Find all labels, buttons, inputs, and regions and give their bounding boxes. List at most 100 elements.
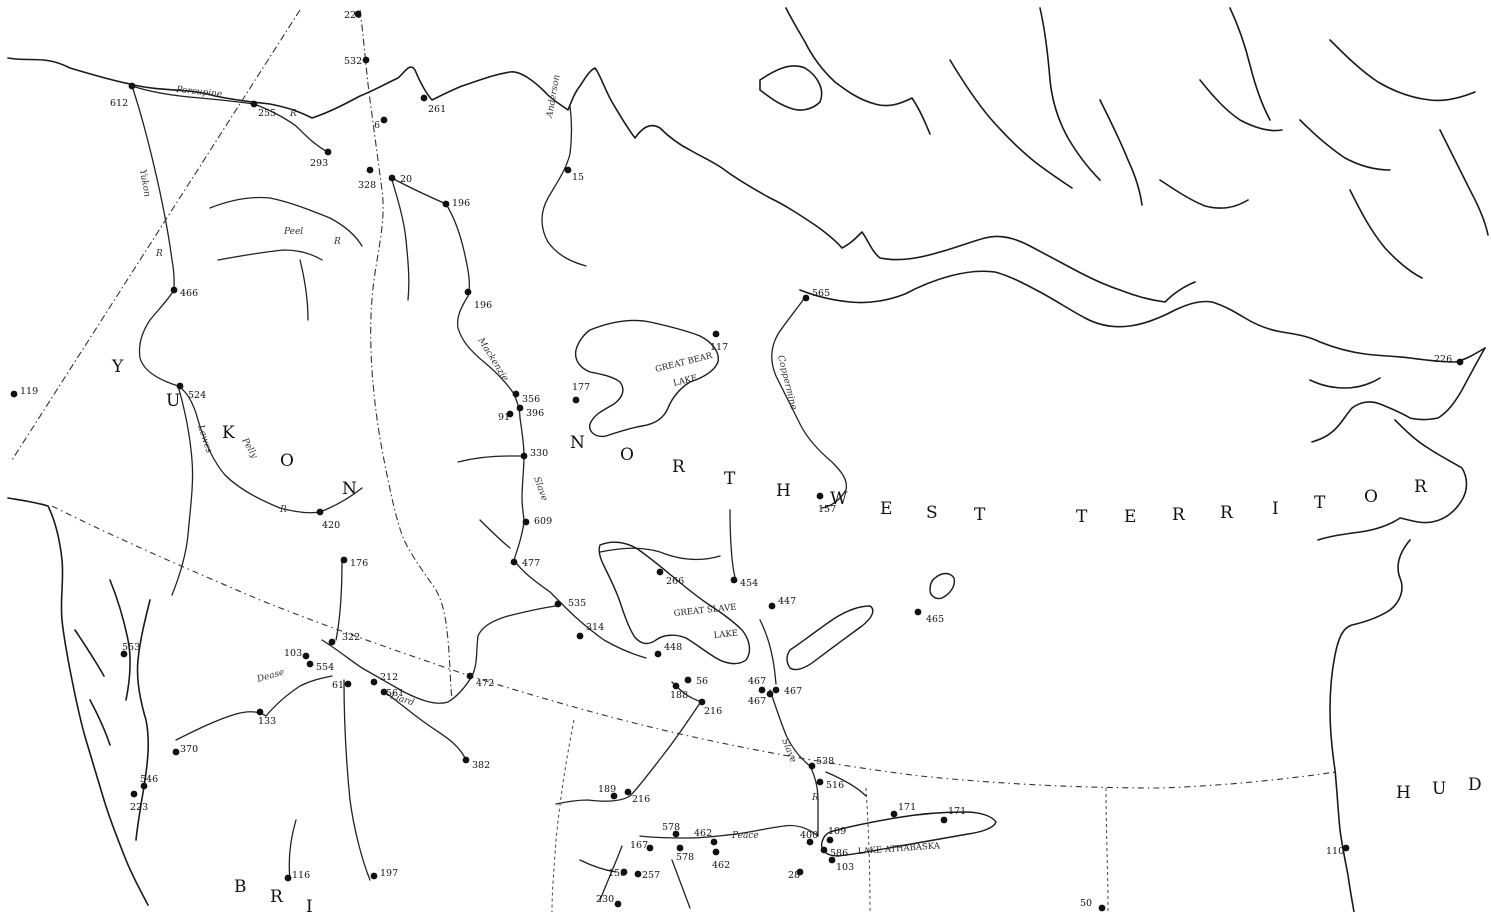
station-label-226: 226 — [1434, 354, 1452, 365]
hay-river — [555, 699, 703, 805]
station-dot-50 — [1098, 904, 1106, 912]
nwt-letter-13: R — [1220, 503, 1235, 523]
station-label-56: 56 — [696, 676, 708, 687]
station-label-396: 396 — [526, 408, 544, 419]
station-dot-171b — [940, 816, 948, 824]
station-label-538: 538 — [816, 756, 834, 767]
station-dot-216b — [624, 788, 632, 796]
station-dot-116 — [284, 874, 292, 882]
yukon-letter-y: Y — [111, 357, 125, 377]
station-dot-538 — [808, 762, 816, 770]
station-dot-177 — [572, 396, 580, 404]
coastlines — [7, 7, 1489, 912]
station-dot-477 — [510, 558, 518, 566]
station-dot-330 — [520, 452, 528, 460]
station-label-188: 188 — [670, 690, 688, 701]
station-label-171a: 171 — [898, 802, 916, 813]
station-label-171b: 171 — [948, 806, 966, 817]
station-label-196a: 196 — [452, 198, 470, 209]
hudson-letter-u: U — [1432, 779, 1448, 799]
station-dot-396 — [516, 404, 524, 412]
nwt-letter-6: W — [830, 489, 849, 509]
yukon-letter-k: K — [222, 423, 237, 443]
station-dot-535 — [554, 600, 562, 608]
station-label-177: 177 — [572, 382, 590, 393]
station-label-382: 382 — [472, 760, 490, 771]
nwt-letter-5: H — [776, 481, 793, 501]
station-label-466: 466 — [180, 288, 198, 299]
peel-label: Peel — [283, 227, 303, 237]
station-dot-226 — [1456, 358, 1464, 366]
station-label-370: 370 — [180, 744, 198, 755]
station-dot-467a — [758, 686, 766, 694]
dease-label: Dease — [255, 668, 285, 686]
station-label-255: 255 — [258, 108, 276, 119]
station-label-578a: 578 — [662, 822, 680, 833]
station-label-6: 6 — [374, 120, 380, 131]
station-label-103b: 103 — [836, 862, 854, 873]
station-dot-119 — [10, 390, 18, 398]
station-label-472: 472 — [476, 678, 494, 689]
station-label-356: 356 — [522, 394, 540, 405]
yukon-nwt-border — [359, 9, 453, 701]
nwt-letter-11: E — [1124, 507, 1138, 527]
station-dot-328 — [366, 166, 374, 174]
station-label-28: 28 — [788, 870, 800, 881]
station-dot-554 — [306, 660, 314, 668]
station-label-454: 454 — [740, 578, 758, 589]
station-dot-561 — [380, 688, 388, 696]
station-label-167: 167 — [630, 840, 648, 851]
station-dot-462b — [712, 848, 720, 856]
station-dot-467c — [772, 686, 780, 694]
arctic-islands — [759, 7, 1489, 279]
arctic-coast-east — [799, 270, 1486, 363]
coppermine-label: Coppermine — [775, 354, 798, 411]
station-dot-454 — [730, 576, 738, 584]
station-label-50: 50 — [1080, 898, 1092, 909]
yukon-letter-o: O — [280, 451, 296, 471]
station-label-103: 103 — [284, 648, 302, 659]
station-dot-370 — [172, 748, 180, 756]
station-dot-578b — [676, 844, 684, 852]
station-dot-255 — [250, 100, 258, 108]
station-dot-314 — [576, 632, 584, 640]
station-dot-103 — [302, 652, 310, 660]
porcupine-label: Porcupine — [175, 85, 223, 100]
station-dot-586 — [820, 846, 828, 854]
station-dot-109 — [826, 836, 834, 844]
arctic-coast-yukon — [7, 57, 1196, 303]
station-dot-117 — [712, 330, 720, 338]
east-small-lake — [929, 572, 956, 600]
station-label-465: 465 — [926, 614, 944, 625]
station-label-293: 293 — [310, 158, 328, 169]
station-label-400: 400 — [800, 830, 818, 841]
station-dot-196b — [464, 288, 472, 296]
station-label-462b: 462 — [712, 860, 730, 871]
nwt-letter-2: O — [620, 445, 636, 465]
station-dot-212 — [370, 678, 378, 686]
station-dot-56 — [684, 676, 692, 684]
station-dot-171a — [890, 810, 898, 818]
nwt-letter-14: I — [1272, 499, 1281, 519]
station-dot-197 — [370, 872, 378, 880]
station-dot-356 — [512, 390, 520, 398]
arm-lake — [786, 605, 874, 671]
nwt-letter-3: R — [672, 457, 687, 477]
station-label-117: 117 — [710, 342, 728, 353]
station-label-447: 447 — [778, 596, 796, 607]
station-label-561: 561 — [386, 688, 404, 699]
station-dot-28 — [796, 868, 804, 876]
station-label-553: 553 — [122, 642, 140, 653]
station-label-196b: 196 — [474, 300, 492, 311]
station-label-448: 448 — [664, 642, 682, 653]
anderson-label: Anderson — [545, 74, 563, 120]
station-label-157: 157 — [818, 504, 836, 515]
station-dot-524 — [176, 382, 184, 390]
station-label-524: 524 — [188, 390, 206, 401]
station-label-15: 15 — [572, 172, 584, 183]
station-label-467c: 467 — [784, 686, 802, 697]
station-dot-157 — [816, 492, 824, 500]
station-label-467a: 467 — [748, 676, 766, 687]
yukon-letter-u: U — [166, 391, 182, 411]
